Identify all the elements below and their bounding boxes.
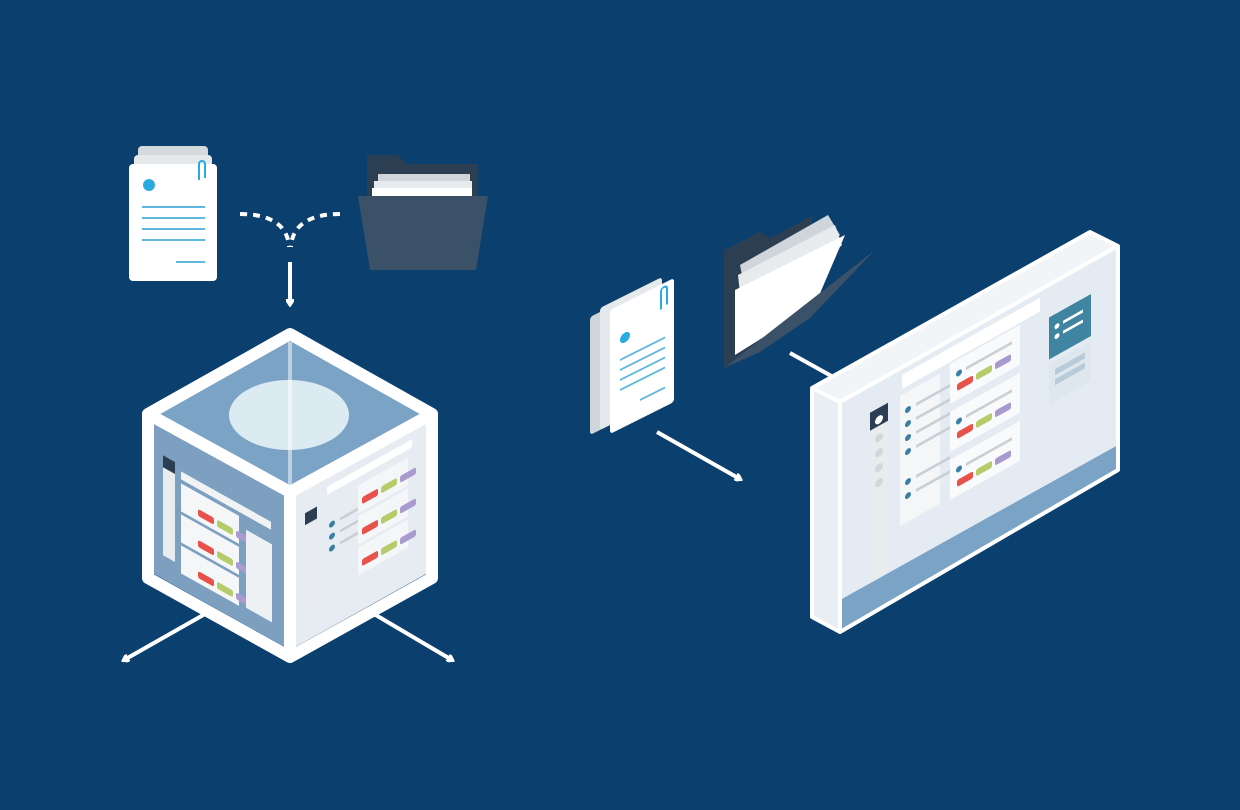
diagonal-arrow-icon — [124, 612, 206, 660]
folder-icon — [358, 155, 488, 270]
app-screen-icon — [810, 230, 1120, 634]
folder-icon — [724, 215, 875, 368]
merge-arrow-icon — [239, 212, 341, 248]
diagonal-arrow-icon — [656, 430, 740, 479]
document-icon — [590, 278, 674, 434]
cube-icon — [142, 328, 438, 663]
diagonal-arrow-icon — [372, 612, 452, 660]
document-icon — [129, 146, 217, 281]
paperclip-icon — [198, 160, 206, 180]
paperclip-icon — [660, 285, 668, 310]
connector-line — [789, 351, 836, 380]
